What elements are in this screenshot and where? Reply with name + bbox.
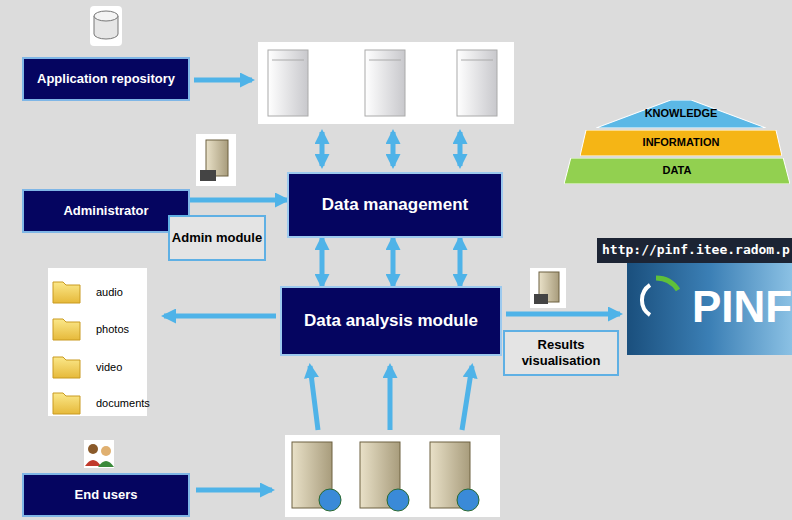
module-box: Admin module [168, 215, 266, 261]
actor-box: End users [22, 473, 190, 517]
folder-panel [48, 268, 147, 416]
module-box: Results visualisation [503, 330, 619, 376]
connector-arrow [320, 238, 325, 286]
connector-arrow [190, 198, 287, 203]
url-bar [597, 238, 792, 263]
folder-label: audio [96, 286, 123, 298]
server-towers [268, 50, 497, 116]
flow-arrows [164, 80, 620, 490]
web-servers [292, 442, 479, 511]
node-text: Data analysis module [304, 311, 478, 331]
actor-box: Administrator [22, 189, 190, 233]
process-box: Data analysis module [280, 286, 502, 356]
folder-label: documents [96, 397, 150, 409]
node-text: INFORMATION [643, 136, 720, 149]
pinf-logo [627, 263, 792, 355]
folder-label: video [96, 361, 122, 373]
database-icon [90, 6, 122, 46]
node-text: Admin module [172, 230, 262, 246]
node-text: KNOWLEDGE [645, 107, 718, 120]
node-text: DATA [663, 164, 692, 177]
repository-box: Application repository [22, 57, 190, 101]
results-server-icon [530, 268, 566, 308]
node-text: End users [75, 487, 138, 503]
connector-arrow [391, 238, 396, 286]
pyramid-band: DATA [564, 158, 790, 184]
node-text: Results visualisation [505, 337, 617, 368]
pyramid-band: INFORMATION [580, 130, 782, 156]
logo-text: PINF [692, 282, 792, 332]
url-text: http://pinf.itee.radom.p [602, 242, 790, 257]
users-icon [84, 440, 114, 468]
pyramid-band: KNOWLEDGE [596, 100, 766, 128]
admin-server-icon [196, 134, 236, 186]
node-text: Data management [322, 195, 468, 215]
node-text: Application repository [37, 71, 175, 87]
connector-arrow [458, 238, 463, 286]
folder-icons [53, 282, 80, 414]
node-text: Administrator [63, 203, 148, 219]
process-box: Data management [287, 172, 503, 238]
folder-label: photos [96, 323, 129, 335]
